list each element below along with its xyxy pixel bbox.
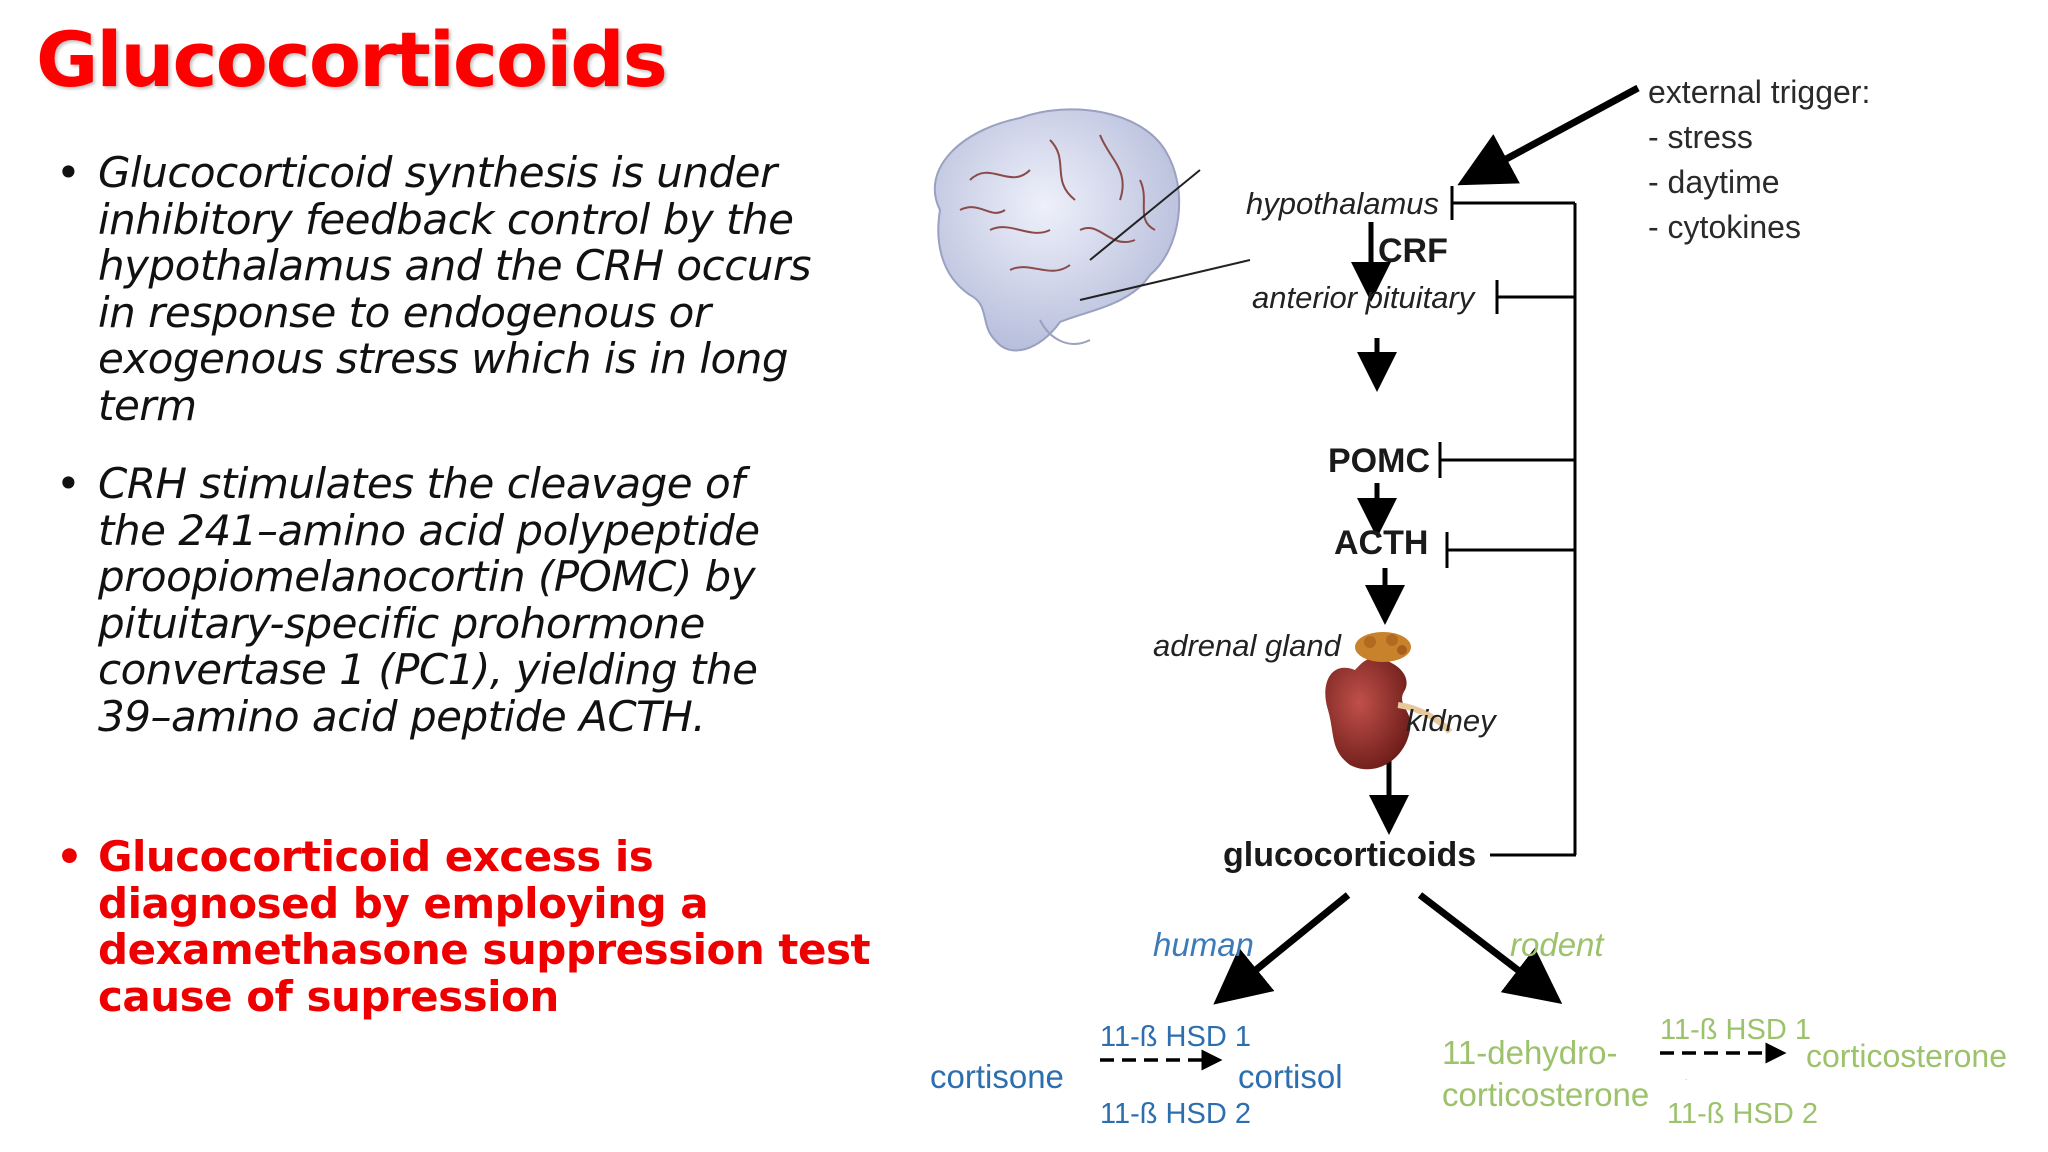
- bullet-dot: •: [56, 832, 83, 881]
- pomc-label: POMC: [1328, 442, 1430, 480]
- diagram-graphics: [933, 84, 1787, 1080]
- bullet-dexamethasone-test: • Glucocorticoid excess is diagnosed by …: [52, 832, 892, 1021]
- bullet-line: cause of supression: [98, 971, 559, 1021]
- rodent-enzyme-top: 11-ß HSD 1: [1660, 1014, 1811, 1046]
- human-arrow: [1213, 892, 1351, 1005]
- human-enzyme-top: 11-ß HSD 1: [1100, 1021, 1251, 1053]
- glucocorticoids-label: glucocorticoids: [1223, 836, 1477, 874]
- acth-label: ACTH: [1334, 524, 1429, 562]
- bullet-dot: •: [56, 148, 81, 197]
- bullet-feedback-control: • Glucocorticoid synthesis is under inhi…: [52, 148, 892, 430]
- rodent-enzyme-bottom: 11-ß HSD 2: [1667, 1098, 1818, 1130]
- rodent-arrow: [1417, 892, 1563, 1005]
- trigger-cytokines: - cytokines: [1648, 209, 1801, 245]
- anterior-pituitary-label: anterior pituitary: [1252, 280, 1475, 315]
- bullet-dot: •: [56, 459, 81, 508]
- cortisol-label: cortisol: [1238, 1058, 1343, 1095]
- trigger-daytime: - daytime: [1648, 164, 1780, 200]
- adrenal-gland-label: adrenal gland: [1153, 628, 1341, 663]
- kidney-illustration: [1325, 632, 1453, 770]
- bullet-list: • Glucocorticoid synthesis is under inhi…: [52, 148, 892, 1021]
- bullet-line: Glucocorticoid synthesis is under: [98, 148, 777, 197]
- bullet-line: 39–amino acid peptide ACTH.: [98, 691, 706, 741]
- hypothalamus-label: hypothalamus: [1246, 186, 1440, 221]
- bullet-line: Glucocorticoid excess is: [98, 832, 654, 881]
- bullet-line: hypothalamus and the CRH occurs: [98, 241, 812, 290]
- bullet-line: in response to endogenous or: [98, 287, 711, 337]
- human-enzyme-bottom: 11-ß HSD 2: [1100, 1098, 1251, 1130]
- corticosterone-label: corticosterone: [1806, 1038, 2007, 1074]
- dehydrocorticosterone-label-1: 11-dehydro-: [1442, 1034, 1618, 1071]
- trigger-stress: - stress: [1648, 119, 1753, 155]
- bullet-line: pituitary-specific prohormone: [98, 598, 705, 648]
- bullet-line: inhibitory feedback control by the: [98, 194, 794, 244]
- bullet-line: exogenous stress which is in long: [98, 334, 789, 383]
- trigger-arrow: [1457, 84, 1640, 186]
- bullet-line: dexamethasone suppression test: [98, 925, 871, 974]
- crf-label: CRF: [1378, 232, 1448, 270]
- human-label: human: [1153, 926, 1254, 963]
- hpa-axis-diagram: external trigger: - stress - daytime - c…: [900, 60, 2048, 1129]
- brain-illustration: [933, 108, 1251, 352]
- cortisone-label: cortisone: [930, 1058, 1064, 1095]
- bullet-crh-cleavage: • CRH stimulates the cleavage of the 241…: [52, 459, 892, 741]
- bullet-line: proopiomelanocortin (POMC) by: [98, 552, 756, 601]
- bullet-line: the 241–amino acid polypeptide: [98, 505, 760, 555]
- slide-title: Glucocorticoids: [36, 15, 668, 104]
- kidney-label: kidney: [1406, 703, 1496, 738]
- external-trigger-heading: external trigger:: [1648, 74, 1871, 110]
- bullet-line: convertase 1 (PC1), yielding the: [98, 645, 758, 694]
- rodent-label: rodent: [1510, 926, 1604, 963]
- bullet-line: CRH stimulates the cleavage of: [98, 459, 745, 508]
- bullet-line: term: [98, 380, 197, 430]
- dehydrocorticosterone-label-2: corticosterone: [1442, 1076, 1650, 1113]
- bullet-line: diagnosed by employing a: [98, 878, 709, 928]
